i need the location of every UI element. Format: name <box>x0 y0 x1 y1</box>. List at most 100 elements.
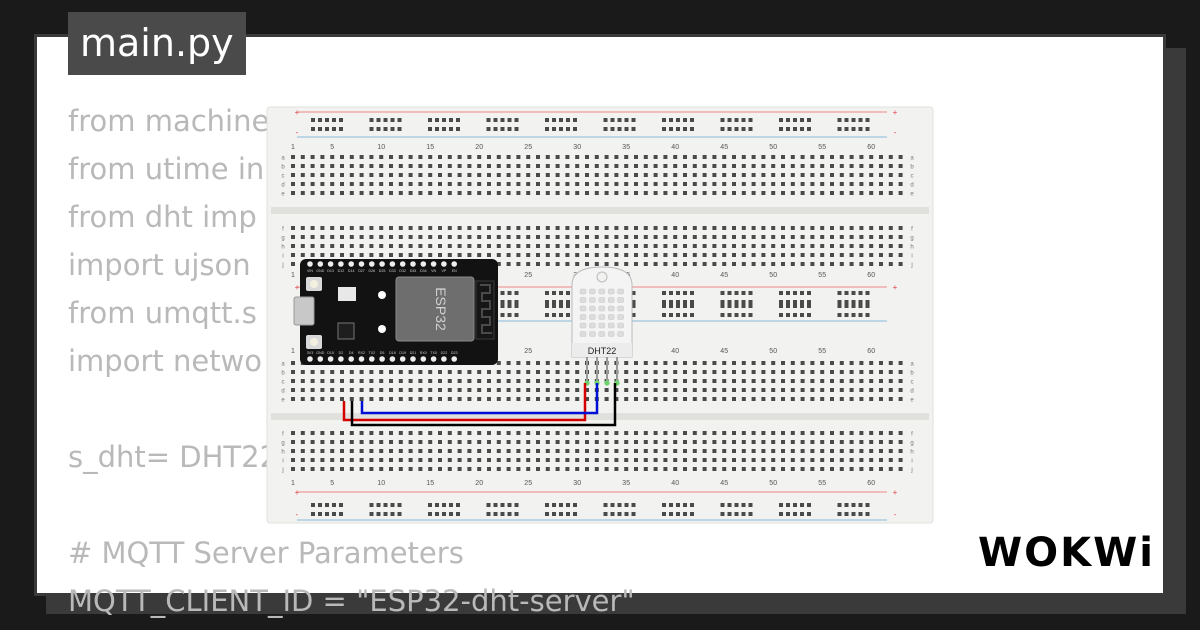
breadboard-hole <box>418 388 423 392</box>
breadboard-hole <box>722 449 727 453</box>
breadboard-hole <box>536 370 540 374</box>
rail-hole <box>332 512 336 516</box>
breadboard-hole <box>300 449 305 453</box>
breadboard-hole <box>545 155 550 159</box>
breadboard-hole <box>820 226 825 230</box>
rail-hole <box>428 127 432 131</box>
breadboard-hole <box>653 191 658 195</box>
breadboard-hole <box>790 182 795 186</box>
breadboard-hole <box>310 244 315 248</box>
breadboard-hole <box>653 361 658 365</box>
column-number: 60 <box>867 348 875 355</box>
breadboard-hole <box>340 253 344 257</box>
rail-hole <box>727 118 732 122</box>
breadboard-hole <box>643 467 648 471</box>
breadboard-hole <box>379 388 384 392</box>
breadboard-hole <box>869 262 874 266</box>
wire-data[interactable] <box>360 383 599 415</box>
usb-serial-chip <box>337 322 355 340</box>
breadboard-hole <box>555 397 560 401</box>
breadboard-hole <box>839 191 844 195</box>
dht22-sensor[interactable]: DHT22 <box>571 266 633 386</box>
breadboard-hole <box>447 244 452 248</box>
breadboard-hole <box>526 379 531 383</box>
breadboard-hole <box>516 164 521 168</box>
rail-sign: + <box>893 488 898 497</box>
breadboard-hole <box>428 235 433 239</box>
breadboard-hole <box>477 431 482 435</box>
breadboard-center-channel <box>271 207 929 214</box>
rail-hole <box>631 313 636 317</box>
breadboard-hole <box>516 388 521 392</box>
breadboard-hole <box>683 379 687 383</box>
breadboard-hole <box>477 164 482 168</box>
rail-hole <box>865 304 870 308</box>
breadboard-hole <box>741 361 746 365</box>
column-number: 55 <box>818 348 826 355</box>
rail-hole <box>727 304 732 308</box>
breadboard-hole <box>771 440 776 444</box>
wire-vcc[interactable] <box>342 383 587 422</box>
breadboard-hole <box>663 440 668 444</box>
esp32-pin-label: D22 <box>441 351 448 355</box>
rail-hole <box>779 118 783 122</box>
breadboard-hole <box>771 164 776 168</box>
rail-hole <box>683 313 687 317</box>
rail-hole <box>741 118 746 122</box>
breadboard-hole <box>712 262 717 266</box>
wire-gnd[interactable] <box>350 383 617 427</box>
breadboard-hole <box>790 388 795 392</box>
breadboard-hole <box>310 397 315 401</box>
breadboard-hole <box>506 431 511 435</box>
breadboard-hole <box>702 173 707 177</box>
breadboard-hole <box>545 431 550 435</box>
breadboard-hole <box>487 458 491 462</box>
breadboard-hole <box>643 440 648 444</box>
rail-hole <box>786 127 790 131</box>
breadboard-hole <box>702 182 707 186</box>
breadboard-hole <box>869 440 874 444</box>
breadboard-hole <box>800 191 805 195</box>
row-label: i <box>282 254 283 260</box>
breadboard-hole <box>477 173 482 177</box>
breadboard-hole <box>634 191 638 195</box>
grille-slot <box>617 288 624 295</box>
breadboard-hole <box>506 397 511 401</box>
breadboard-hole <box>379 458 384 462</box>
breadboard-hole <box>849 191 854 195</box>
breadboard-hole <box>888 449 893 453</box>
breadboard-center-channel-lower <box>271 413 929 420</box>
rail-hole <box>617 118 622 122</box>
rail-hole <box>435 118 439 122</box>
grille-slot <box>579 288 587 295</box>
breadboard-hole <box>702 467 707 471</box>
breadboard-hole <box>614 397 619 401</box>
column-number: 45 <box>720 480 728 487</box>
breadboard-hole <box>810 449 815 453</box>
esp32-pin-label: GND <box>316 269 324 273</box>
breadboard-hole <box>790 164 795 168</box>
breadboard-hole <box>879 253 883 257</box>
breadboard-hole <box>810 397 815 401</box>
rail-hole <box>383 503 388 507</box>
breadboard-hole <box>761 431 766 435</box>
esp32-pin <box>420 356 427 362</box>
rail-hole <box>676 127 680 131</box>
esp32-pin-label: RX0 <box>420 351 427 355</box>
breadboard-hole <box>673 440 678 444</box>
rail-hole <box>456 127 460 131</box>
breadboard-hole <box>594 182 599 186</box>
rail-hole <box>559 300 563 304</box>
breadboard-hole <box>291 182 295 186</box>
breadboard-hole <box>800 173 805 177</box>
breadboard-hole <box>683 173 687 177</box>
breadboard-hole <box>330 440 335 444</box>
file-tab[interactable]: main.py <box>68 12 246 75</box>
rail-hole <box>545 118 549 122</box>
breadboard-hole <box>369 467 374 471</box>
breadboard-hole <box>761 253 766 257</box>
breadboard-hole <box>526 235 531 239</box>
breadboard-hole <box>790 253 795 257</box>
